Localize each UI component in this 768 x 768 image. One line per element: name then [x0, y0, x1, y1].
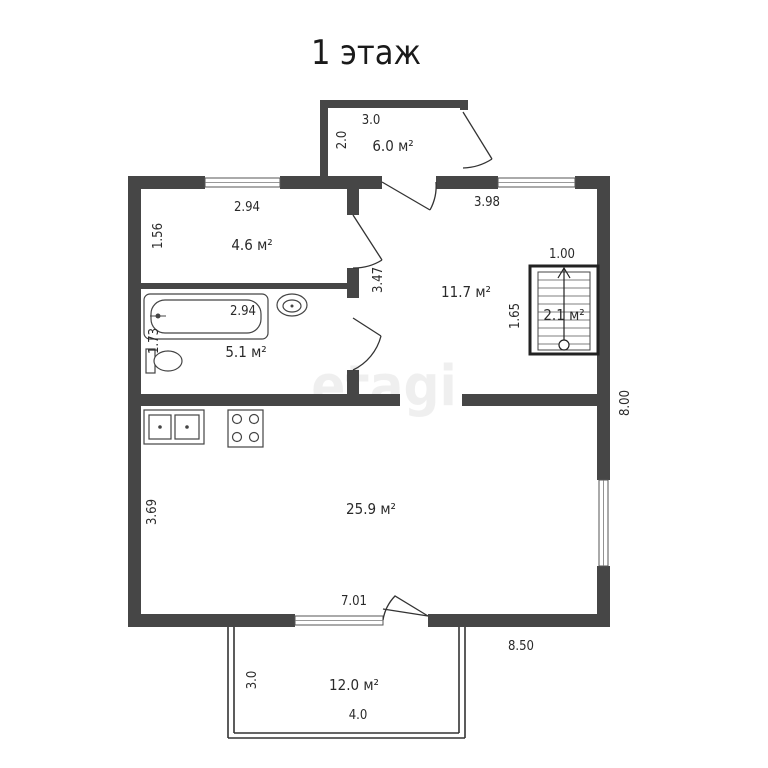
dim-bathroom-depth: 1.73 — [147, 328, 162, 354]
kitchen-sink-icon — [143, 409, 205, 445]
dim-small-room-depth: 1.56 — [151, 223, 166, 249]
area-bathroom: 5.1 м² — [225, 343, 266, 361]
sink-icon — [276, 293, 308, 317]
toilet-icon — [145, 348, 183, 374]
area-stairs: 2.1 м² — [543, 306, 584, 324]
floor-title: 1 этаж — [311, 33, 421, 73]
bathtub-icon — [143, 293, 269, 340]
dim-small-room-width: 2.94 — [234, 200, 260, 215]
dim-overall-width: 8.50 — [508, 639, 534, 654]
area-small-room: 4.6 м² — [231, 236, 272, 254]
door-terrace — [382, 608, 429, 617]
dim-bathroom-width: 2.94 — [230, 304, 256, 319]
dim-vestibule-depth: 2.0 — [335, 131, 350, 150]
dim-stairs-depth: 1.65 — [508, 303, 523, 329]
dim-overall-depth: 8.00 — [618, 390, 633, 416]
area-vestibule: 6.0 м² — [372, 137, 413, 155]
area-labels: 6.0 м² 4.6 м² 5.1 м² 11.7 м² 2.1 м² 25.9… — [225, 137, 584, 694]
dim-living-depth: 3.69 — [145, 499, 160, 525]
dim-living-width: 7.01 — [341, 594, 367, 609]
door-vestibule-hall — [381, 181, 431, 211]
vestibule — [320, 100, 493, 211]
area-living: 25.9 м² — [346, 500, 396, 518]
staircase-icon — [528, 264, 600, 356]
dim-vestibule-width: 3.0 — [362, 113, 381, 128]
dim-hall-width: 3.98 — [474, 195, 500, 210]
interior-walls — [141, 189, 597, 406]
dim-terrace-width: 4.0 — [349, 708, 368, 723]
watermark: etagi — [311, 354, 457, 419]
door-bathroom — [352, 317, 382, 337]
stove-icon — [227, 409, 264, 448]
exterior-walls — [128, 176, 610, 627]
terrace — [227, 627, 466, 739]
dim-hall-depth: 3.47 — [371, 267, 386, 293]
dimension-labels: 3.0 2.0 2.94 1.56 2.94 1.73 3.98 3.47 1.… — [145, 113, 633, 723]
area-terrace: 12.0 м² — [329, 676, 379, 694]
dim-terrace-depth: 3.0 — [245, 671, 260, 690]
door-vestibule-exterior — [462, 111, 493, 160]
windows — [204, 177, 609, 626]
area-hall: 11.7 м² — [441, 283, 491, 301]
door-small-room — [352, 214, 383, 261]
dim-stairs-width: 1.00 — [549, 247, 575, 262]
